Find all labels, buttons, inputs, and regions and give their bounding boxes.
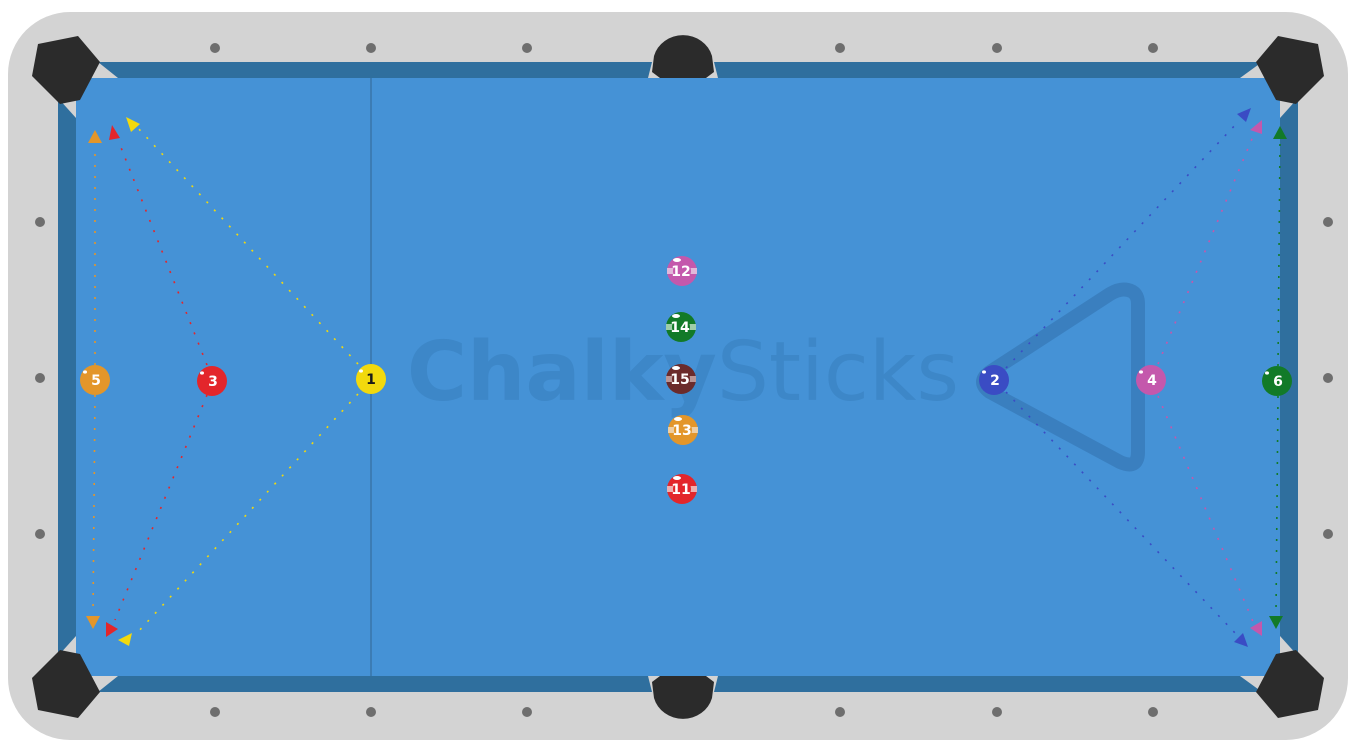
ball-number: 13 [672,423,691,439]
cushion-top-right [714,62,1262,78]
diamond-marker [522,707,532,717]
diamond-marker [992,43,1002,53]
ball-shine [200,371,204,374]
diamond-marker [1148,707,1158,717]
watermark-part2: Sticks [717,325,959,420]
ball-shine [359,369,363,372]
ball-shine [83,370,87,373]
diamond-marker [835,43,845,53]
ball-number: 5 [91,373,101,389]
diamond-marker [210,43,220,53]
ball-11[interactable]: 11 [667,474,697,504]
cushion-bottom-right [714,676,1262,692]
diamond-marker [1148,43,1158,53]
ball-shine [672,314,680,318]
diamond-marker [835,707,845,717]
diamond-marker [210,707,220,717]
diamond-marker [366,43,376,53]
ball-13[interactable]: 13 [668,415,698,445]
ball-1[interactable]: 1 [356,364,386,394]
diamond-marker [1323,529,1333,539]
ball-shine [982,370,986,373]
diamond-marker [35,529,45,539]
ball-shine [673,476,681,480]
cushion-top-left [98,62,652,78]
diamond-marker [35,217,45,227]
cushion-left [58,98,76,656]
ball-number: 12 [671,264,690,280]
ball-number: 4 [1147,373,1157,389]
cushion-bottom-left [98,676,652,692]
ball-2[interactable]: 2 [979,365,1009,395]
diamond-marker [1323,217,1333,227]
ball-12[interactable]: 12 [667,256,697,286]
ball-shine [1139,370,1143,373]
ball-number: 11 [671,482,690,498]
ball-number: 2 [990,373,1000,389]
ball-shine [1265,371,1269,374]
ball-14[interactable]: 14 [666,312,696,342]
ball-shine [672,366,680,370]
diamond-marker [1323,373,1333,383]
diamond-marker [522,43,532,53]
diamond-marker [992,707,1002,717]
ball-shine [674,417,682,421]
ball-4[interactable]: 4 [1136,365,1166,395]
ball-number: 14 [670,320,690,336]
ball-6[interactable]: 6 [1262,366,1292,396]
ball-15[interactable]: 15 [666,364,696,394]
ball-5[interactable]: 5 [80,365,110,395]
ball-3[interactable]: 3 [197,366,227,396]
ball-number: 15 [670,372,689,388]
ball-shine [673,258,681,262]
diamond-marker [366,707,376,717]
diamond-marker [35,373,45,383]
ball-number: 1 [366,372,376,388]
ball-number: 6 [1273,374,1283,390]
ball-number: 3 [208,374,218,390]
